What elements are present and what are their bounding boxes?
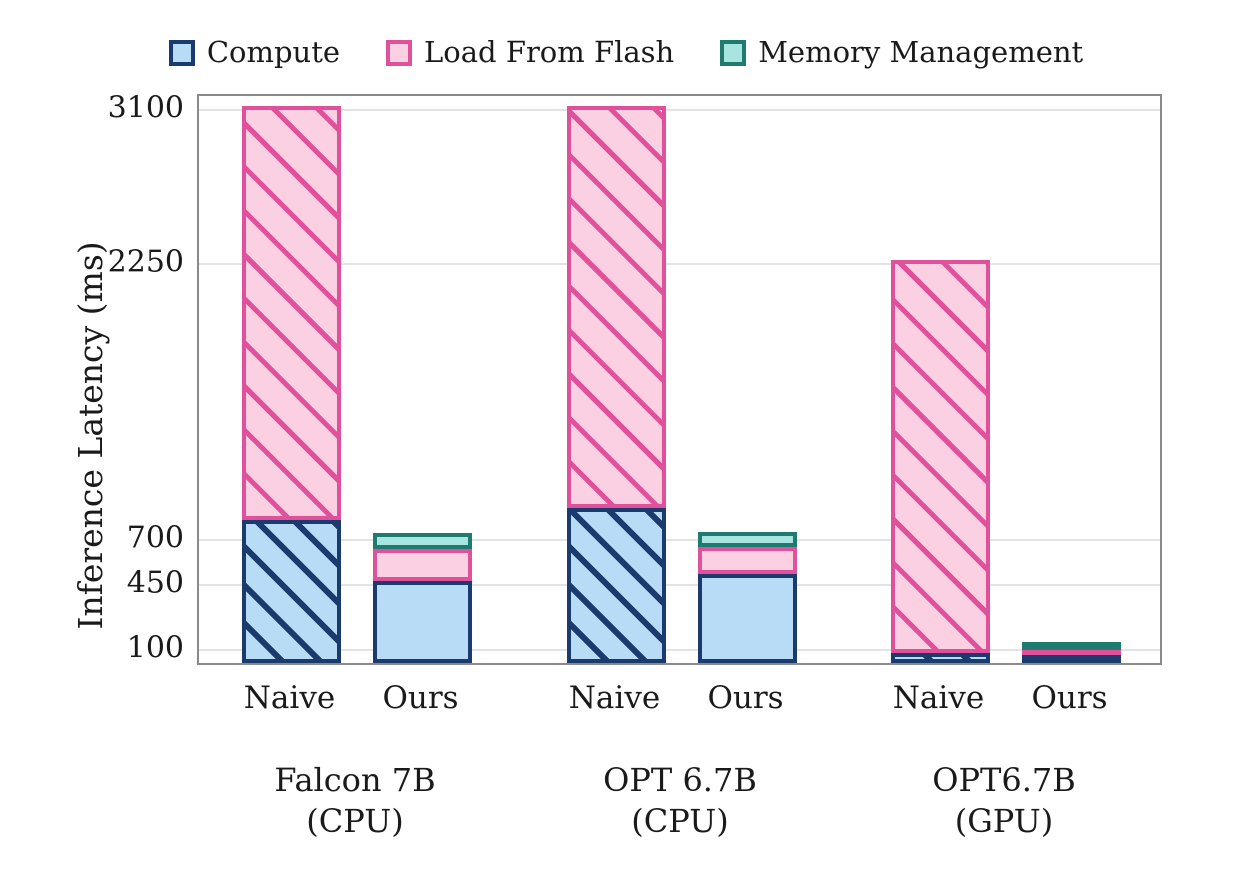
x-tick-label-3: Ours	[707, 680, 784, 716]
x-tick-label-0: Naive	[243, 680, 336, 716]
bar-segment-flash	[891, 260, 990, 653]
bar-segment-memory	[1022, 642, 1121, 651]
legend-swatch-icon	[720, 39, 747, 66]
plot-area	[197, 94, 1162, 665]
legend-label: Load From Flash	[424, 35, 675, 69]
gridline-100	[199, 649, 1160, 651]
bar-segment-compute	[891, 652, 990, 663]
legend-item-load-from-flash: Load From Flash	[386, 38, 674, 67]
gridline-450	[199, 584, 1160, 586]
group-label-2: OPT 6.7B (CPU)	[603, 761, 757, 840]
bar-segment-flash	[242, 106, 341, 520]
legend-item-memory-management: Memory Management	[720, 38, 1083, 67]
bar-naive-group-1[interactable]	[242, 92, 341, 663]
bar-ours-group-1[interactable]	[373, 92, 472, 663]
x-tick-label-1: Ours	[382, 680, 459, 716]
bar-segment-compute	[242, 519, 341, 663]
x-tick-label-5: Ours	[1031, 680, 1108, 716]
bar-ours-group-3[interactable]	[1022, 92, 1121, 663]
x-tick-label-2: Naive	[568, 680, 661, 716]
gridline-2250	[199, 263, 1160, 265]
legend-label: Memory Management	[758, 35, 1084, 69]
y-tick-label-450: 450	[126, 565, 184, 601]
bar-segment-flash	[698, 546, 797, 574]
bar-segment-compute	[1022, 655, 1121, 663]
bar-segment-flash	[567, 106, 666, 508]
y-tick-label-700: 700	[126, 520, 184, 556]
gridline-700	[199, 539, 1160, 541]
bar-segment-compute	[373, 581, 472, 663]
legend-swatch-icon	[168, 39, 195, 66]
bar-naive-group-3[interactable]	[891, 92, 990, 663]
bar-ours-group-2[interactable]	[698, 92, 797, 663]
bar-segment-memory	[373, 533, 472, 549]
y-tick-label-100: 100	[126, 630, 184, 666]
y-tick-label-2250: 2250	[107, 244, 184, 280]
legend-label: Compute	[206, 35, 341, 69]
legend-swatch-icon	[386, 39, 413, 66]
y-axis-title: Inference Latency (ms)	[70, 241, 110, 630]
bar-naive-group-2[interactable]	[567, 92, 666, 663]
group-label-3: OPT6.7B (GPU)	[932, 761, 1076, 840]
chart-legend: Compute Load From Flash Memory Management	[0, 38, 1252, 67]
gridline-3100	[199, 109, 1160, 111]
group-label-1: Falcon 7B (CPU)	[274, 761, 436, 840]
y-tick-label-3100: 3100	[107, 90, 184, 126]
bar-segment-memory	[698, 532, 797, 547]
bar-segment-compute	[698, 573, 797, 663]
bar-segment-compute	[567, 507, 666, 663]
bar-segment-flash	[373, 548, 472, 581]
x-tick-label-4: Naive	[892, 680, 985, 716]
legend-item-compute: Compute	[168, 35, 341, 69]
